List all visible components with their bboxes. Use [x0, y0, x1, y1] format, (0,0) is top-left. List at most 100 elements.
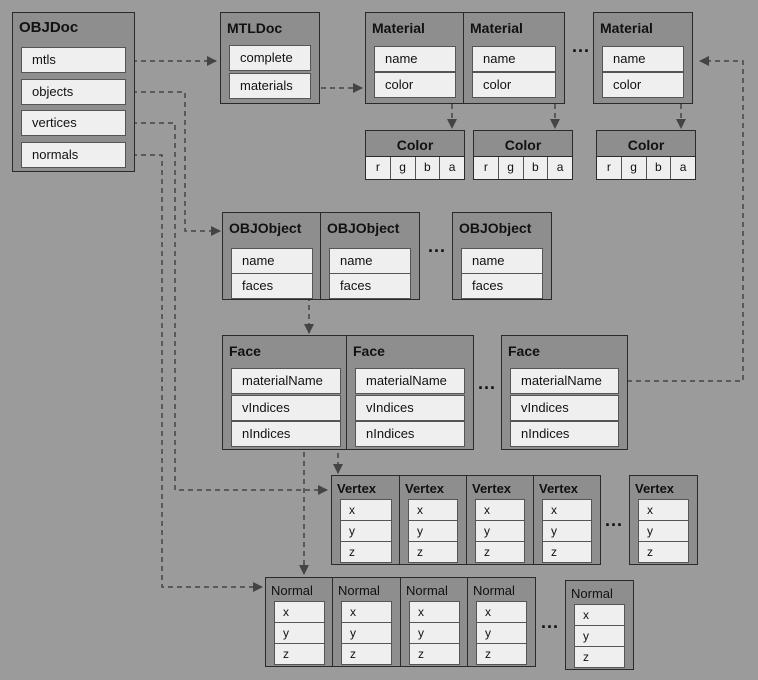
- color-a: a: [547, 157, 572, 179]
- color-g: g: [389, 157, 415, 179]
- objobject-box-1: OBJObject name faces: [222, 212, 322, 300]
- vertex-box-1: Vertex x y z: [331, 475, 401, 565]
- normal-field-y: y: [476, 622, 527, 644]
- normal-field-y: y: [274, 622, 325, 644]
- normal-field-y: y: [409, 622, 460, 644]
- vertex-field-x: x: [475, 499, 525, 521]
- face-field-vIndices: vIndices: [510, 395, 619, 421]
- material-title: Material: [372, 20, 425, 36]
- color-a: a: [439, 157, 464, 179]
- color-box-2: Color r g b a: [473, 130, 573, 180]
- face-title: Face: [229, 343, 261, 359]
- normal-title: Normal: [271, 583, 313, 598]
- normal-field-z: z: [341, 643, 392, 665]
- material-field-color: color: [374, 72, 456, 98]
- objdoc-field-normals: normals: [21, 142, 126, 168]
- color-title: Color: [627, 137, 665, 153]
- face-field-materialName: materialName: [355, 368, 465, 394]
- vertex-box-4: Vertex x y z: [533, 475, 601, 565]
- vertex-field-x: x: [542, 499, 592, 521]
- objobject-field-faces: faces: [461, 273, 543, 299]
- color-g: g: [620, 157, 646, 179]
- normal-field-x: x: [409, 601, 460, 623]
- normal-title: Normal: [338, 583, 380, 598]
- color-b: b: [645, 157, 671, 179]
- vertex-field-y: y: [340, 520, 392, 542]
- objdoc-title: OBJDoc: [19, 19, 79, 36]
- face-field-nIndices: nIndices: [355, 421, 465, 447]
- face-box-2: Face materialName vIndices nIndices: [346, 335, 474, 450]
- color-b: b: [414, 157, 440, 179]
- objobject-field-name: name: [461, 248, 543, 274]
- vertex-field-z: z: [408, 541, 458, 563]
- material-box-2: Material name color: [463, 12, 565, 104]
- normal-title: Normal: [406, 583, 448, 598]
- color-title: Color: [396, 137, 434, 153]
- normal-field-x: x: [341, 601, 392, 623]
- normal-field-y: y: [574, 625, 625, 647]
- vertex-field-x: x: [638, 499, 689, 521]
- face-field-vIndices: vIndices: [231, 395, 341, 421]
- face-field-nIndices: nIndices: [231, 421, 341, 447]
- vertex-title: Vertex: [405, 481, 445, 496]
- vertex-field-y: y: [475, 520, 525, 542]
- normal-field-z: z: [274, 643, 325, 665]
- material-title: Material: [470, 20, 523, 36]
- objobject-box-3: OBJObject name faces: [452, 212, 552, 300]
- color-r: r: [606, 160, 611, 174]
- color-title: Color: [504, 137, 542, 153]
- objobject-field-faces: faces: [329, 273, 411, 299]
- color-a: a: [670, 157, 695, 179]
- face-field-materialName: materialName: [510, 368, 619, 394]
- vertex-field-x: x: [408, 499, 458, 521]
- mtldoc-title: MTLDoc: [227, 20, 283, 36]
- normal-title: Normal: [571, 586, 613, 601]
- vertex-field-y: y: [408, 520, 458, 542]
- normal-box-1: Normal x y z: [265, 577, 334, 667]
- normal-field-y: y: [341, 622, 392, 644]
- objobject-box-2: OBJObject name faces: [320, 212, 420, 300]
- objdoc-field-vertices: vertices: [21, 110, 126, 136]
- vertex-field-z: z: [638, 541, 689, 563]
- mtldoc-box: MTLDoc complete materials: [220, 12, 320, 104]
- face-box-3: Face materialName vIndices nIndices: [501, 335, 628, 450]
- face-field-vIndices: vIndices: [355, 395, 465, 421]
- material-field-color: color: [602, 72, 684, 98]
- material-field-name: name: [472, 46, 556, 72]
- color-r: r: [375, 160, 380, 174]
- vertex-title: Vertex: [472, 481, 512, 496]
- vertex-box-3: Vertex x y z: [466, 475, 534, 565]
- face-title: Face: [508, 343, 540, 359]
- material-field-name: name: [374, 46, 456, 72]
- material-box-3: Material name color: [593, 12, 693, 104]
- material-field-name: name: [602, 46, 684, 72]
- vertex-box-5: Vertex x y z: [629, 475, 698, 565]
- objobject-field-faces: faces: [231, 273, 313, 299]
- objdoc-field-objects: objects: [21, 79, 126, 105]
- vertex-title: Vertex: [337, 481, 377, 496]
- objdoc-field-mtls: mtls: [21, 47, 126, 73]
- color-box-1: Color r g b a: [365, 130, 465, 180]
- vertex-field-x: x: [340, 499, 392, 521]
- vertex-ellipsis: ...: [605, 510, 624, 530]
- vertex-field-y: y: [542, 520, 592, 542]
- face-field-nIndices: nIndices: [510, 421, 619, 447]
- mtldoc-field-materials: materials: [229, 73, 311, 99]
- normal-box-3: Normal x y z: [400, 577, 469, 667]
- normal-field-z: z: [409, 643, 460, 665]
- face-field-materialName: materialName: [231, 368, 341, 394]
- vertex-box-2: Vertex x y z: [399, 475, 467, 565]
- material-field-color: color: [472, 72, 556, 98]
- objobject-title: OBJObject: [327, 220, 400, 236]
- color-box-3: Color r g b a: [596, 130, 696, 180]
- objobject-field-name: name: [329, 248, 411, 274]
- material-ellipsis: ...: [572, 36, 591, 56]
- objdoc-box: OBJDoc mtls objects vertices normals: [12, 12, 135, 172]
- face-box-1: Face materialName vIndices nIndices: [222, 335, 350, 450]
- vertex-field-z: z: [475, 541, 525, 563]
- mtldoc-field-complete: complete: [229, 45, 311, 71]
- face-title: Face: [353, 343, 385, 359]
- normal-field-x: x: [574, 604, 625, 626]
- normal-title: Normal: [473, 583, 515, 598]
- vertex-title: Vertex: [635, 481, 675, 496]
